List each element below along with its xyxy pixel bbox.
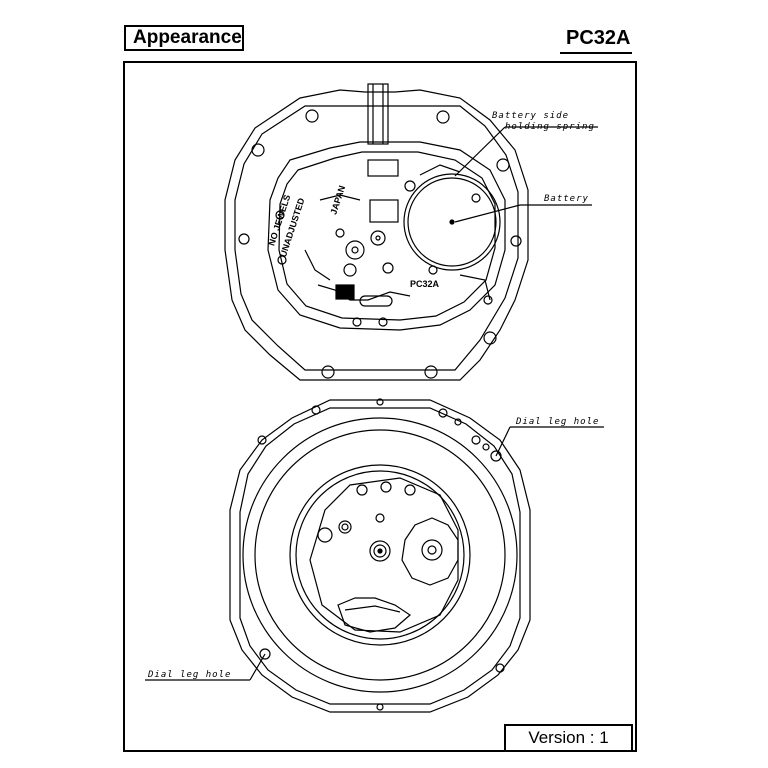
spring-leader-line — [454, 126, 506, 177]
model-number: PC32A — [566, 27, 631, 49]
dial-ring-outer — [242, 417, 518, 693]
label-dial-leg-hole-top: Dial leg hole — [515, 417, 599, 427]
bottom-movement-view — [229, 398, 531, 713]
date-gear — [401, 517, 459, 586]
drawing-frame — [123, 61, 637, 752]
top-movement-view — [224, 83, 529, 381]
battery — [403, 173, 501, 271]
label-battery-spring-line1: Battery side — [492, 111, 569, 121]
version-label: Version : 1 — [504, 724, 633, 752]
label-battery-spring-line2: holding spring — [505, 122, 595, 132]
dial-leg-hole-top-mark — [490, 450, 502, 462]
model-underline — [560, 52, 632, 54]
stamp-japan: JAPAN — [328, 184, 347, 215]
dial-leg-hole-bottom-mark — [259, 648, 271, 660]
bottom-outer-outline — [229, 399, 531, 713]
page-title: Appearance — [124, 25, 244, 51]
dial-ring-inner — [289, 464, 471, 646]
center-wheel — [369, 540, 391, 562]
label-battery: Battery — [544, 194, 589, 204]
label-dial-leg-hole-bottom: Dial leg hole — [147, 670, 231, 680]
battery-leader-line — [454, 204, 521, 223]
top-main-plate — [267, 141, 506, 331]
top-outer-outline — [224, 89, 529, 381]
stamp-model: PC32A — [410, 279, 440, 289]
crown-stem — [367, 83, 389, 145]
